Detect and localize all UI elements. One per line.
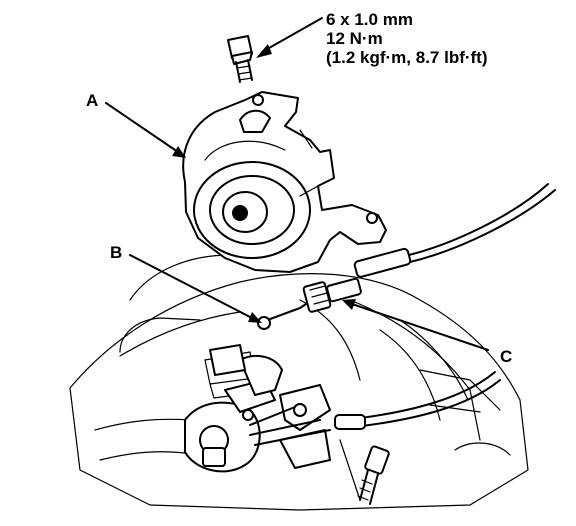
transmission-housing bbox=[69, 254, 529, 511]
label-b: B bbox=[110, 243, 122, 262]
shift-linkage bbox=[184, 344, 331, 473]
lower-bolt bbox=[357, 445, 390, 505]
bolt-size-text: 6 x 1.0 mm bbox=[326, 10, 413, 29]
torque-alt-text: (1.2 kgf·m, 8.7 lbf·ft) bbox=[326, 48, 488, 67]
mount-bracket bbox=[182, 91, 387, 273]
leader-lines bbox=[105, 17, 489, 351]
cable-end-nut bbox=[257, 277, 362, 330]
top-bolt bbox=[227, 35, 253, 83]
torque-nm-text: 12 N·m bbox=[326, 29, 383, 48]
shift-cables bbox=[334, 183, 556, 430]
label-a: A bbox=[86, 91, 98, 110]
label-c: C bbox=[500, 347, 512, 366]
torque-spec: 6 x 1.0 mm 12 N·m (1.2 kgf·m, 8.7 lbf·ft… bbox=[326, 10, 488, 67]
